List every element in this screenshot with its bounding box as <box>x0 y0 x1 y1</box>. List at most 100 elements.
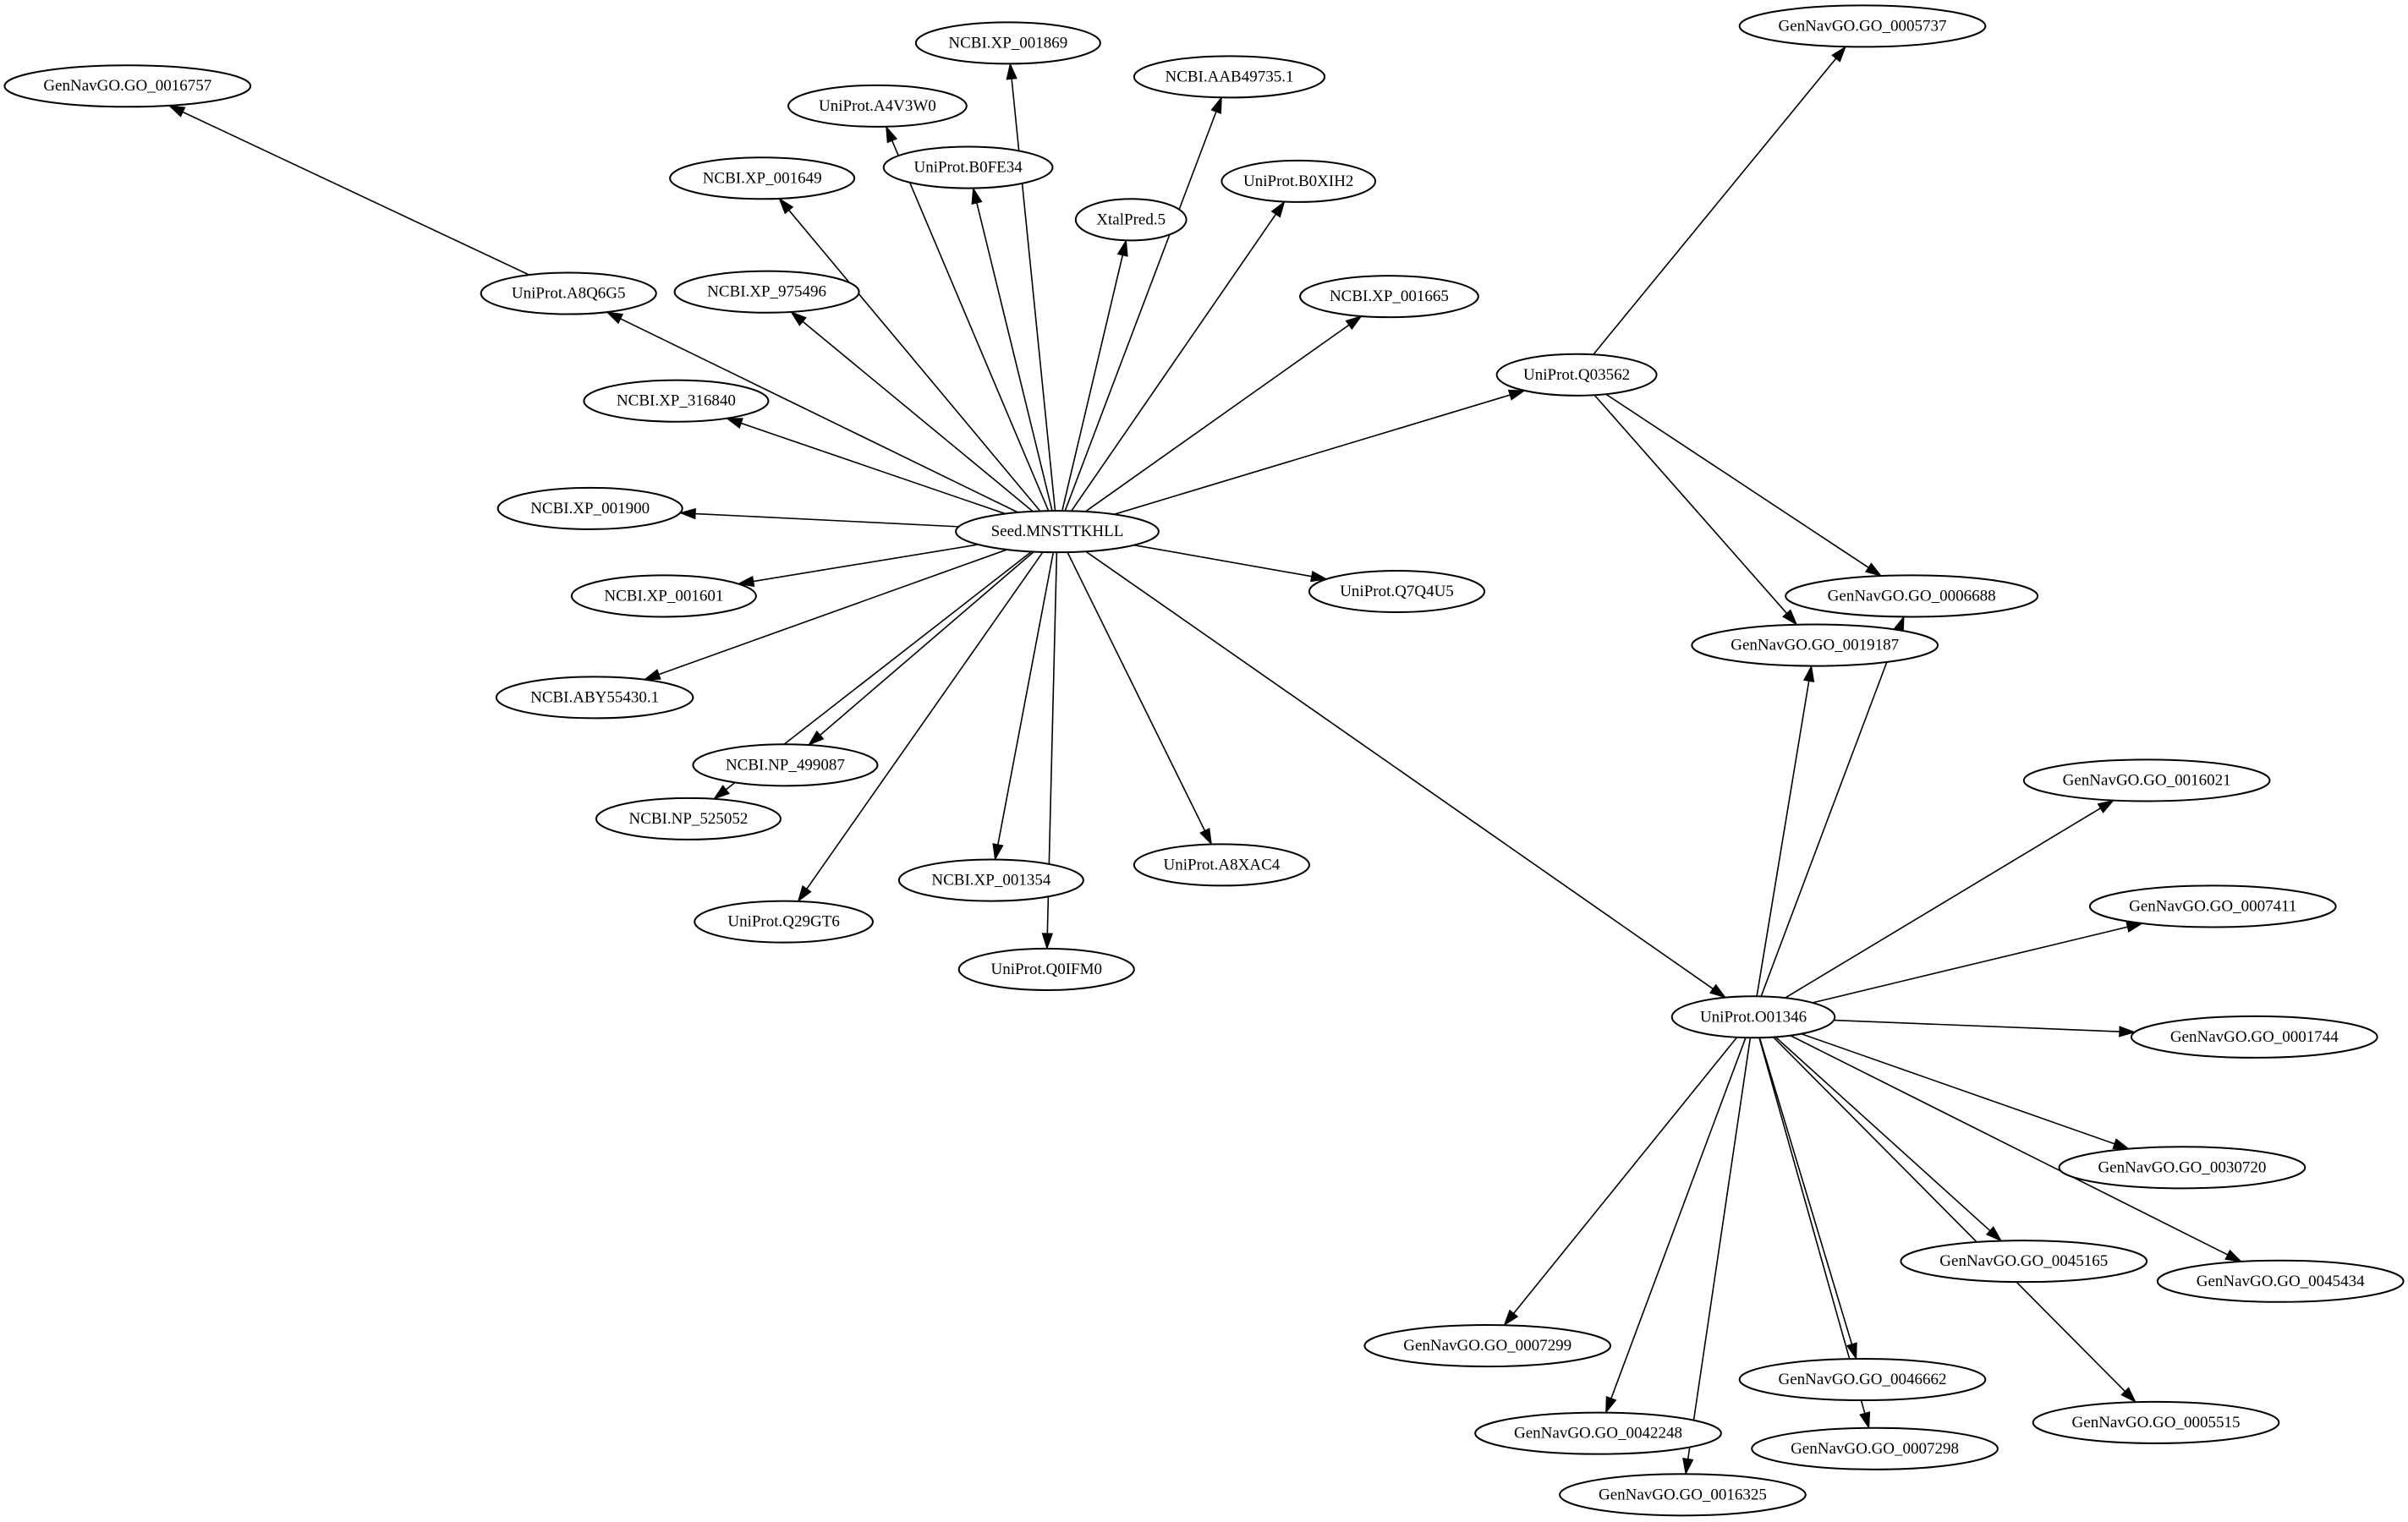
node-uniprot-q7q4u5[interactable]: UniProt.Q7Q4U5 <box>1308 569 1486 614</box>
node-gennavgo-go-0030720[interactable]: GenNavGO.GO_0030720 <box>2058 1146 2307 1190</box>
node-gennavgo-go-0045165[interactable]: GenNavGO.GO_0045165 <box>1900 1240 2148 1284</box>
node-gennavgo-go-0016325[interactable]: GenNavGO.GO_0016325 <box>1559 1473 1807 1517</box>
node-seed-mnsttkhll[interactable]: Seed.MNSTTKHLL <box>955 510 1160 554</box>
node-label: UniProt.O01346 <box>1700 1008 1807 1026</box>
nodes-layer: GenNavGO.GO_0016757 NCBI.XP_001869NCBI.AA… <box>3 4 2405 1517</box>
node-label: UniProt.Q29GT6 <box>727 913 839 931</box>
node-ncbi-np-525052[interactable]: NCBI.NP_525052 <box>595 797 782 840</box>
arrowhead-icon <box>2097 799 2115 813</box>
node-label: NCBI.AAB49735.1 <box>1165 68 1293 85</box>
node-label: GenNavGO.GO_0006688 <box>1828 587 1996 605</box>
node-gennavgo-go-0016021[interactable]: GenNavGO.GO_0016021 <box>2022 758 2271 802</box>
arrowhead-icon <box>1865 562 1883 578</box>
arrowhead-icon <box>1985 1226 2003 1242</box>
node-gennavgo-go-0001744[interactable]: GenNavGO.GO_0001744 <box>2130 1015 2378 1059</box>
node-label: GenNavGO.GO_0045165 <box>1939 1252 2108 1270</box>
node-uniprot-q29gt6[interactable]: UniProt.Q29GT6 <box>694 900 874 944</box>
edge-uniprot-o01346-to-gennavgo-go-0005515 <box>1773 1036 2137 1404</box>
node-label: UniProt.Q03562 <box>1523 366 1630 384</box>
edge-seed-mnsttkhll-to-uniprot-a8q6g5 <box>606 311 1018 513</box>
node-gennavgo-go-0046662[interactable]: GenNavGO.GO_0046662 <box>1738 1358 1987 1402</box>
edge-uniprot-o01346-to-gennavgo-go-0045165 <box>1774 1036 2003 1242</box>
edge-line <box>1801 1032 2115 1145</box>
edge-uniprot-o01346-to-gennavgo-go-0007299 <box>1503 1037 1738 1327</box>
edge-uniprot-o01346-to-gennavgo-go-0001744 <box>1834 1019 2136 1037</box>
node-ellipse <box>692 743 879 787</box>
edge-line <box>182 111 530 276</box>
arrowhead-icon <box>1831 45 1847 63</box>
node-ncbi-xp-001900[interactable]: NCBI.XP_001900 <box>496 486 683 530</box>
edge-line <box>1773 1036 2126 1392</box>
arrowhead-icon <box>807 730 825 747</box>
node-label: UniProt.Q0IFM0 <box>991 961 1102 978</box>
node-gennavgo-go-0042248[interactable]: GenNavGO.GO_0042248 <box>1474 1411 1722 1455</box>
node-ncbi-xp-001649[interactable]: NCBI.XP_001649 <box>669 156 856 200</box>
node-uniprot-o01346[interactable]: UniProt.O01346 <box>1670 995 1836 1039</box>
node-gennavgo-go-0016757[interactable]: GenNavGO.GO_0016757 <box>3 64 252 108</box>
node-ellipse <box>957 947 1135 991</box>
node-label: GenNavGO.GO_0016021 <box>2063 771 2231 789</box>
arrowhead-icon <box>678 507 696 520</box>
node-label: NCBI.XP_001900 <box>530 500 650 517</box>
node-ncbi-xp-316840[interactable]: NCBI.XP_316840 <box>583 379 770 423</box>
edge-seed-mnsttkhll-to-uniprot-o01346 <box>1085 550 1727 999</box>
node-uniprot-q03562[interactable]: UniProt.Q03562 <box>1495 353 1658 397</box>
edge-line <box>753 544 979 583</box>
node-gennavgo-go-0005515[interactable]: GenNavGO.GO_0005515 <box>2032 1400 2280 1444</box>
node-gennavgo-go-0007298[interactable]: GenNavGO.GO_0007298 <box>1751 1426 1999 1470</box>
node-ellipse <box>787 84 968 128</box>
node-gennavgo-go-0019187[interactable]: GenNavGO.GO_0019187 <box>1691 623 1939 667</box>
node-label: GenNavGO.GO_0030720 <box>2098 1158 2266 1176</box>
edge-line <box>976 202 1053 512</box>
node-uniprot-a8xac4[interactable]: UniProt.A8XAC4 <box>1133 843 1310 887</box>
edge-line <box>806 551 1044 890</box>
node-ellipse <box>955 510 1160 554</box>
edge-seed-mnsttkhll-to-ncbi-xp-975496 <box>790 310 1034 512</box>
edge-line <box>1085 550 1714 990</box>
edge-line <box>1790 1034 2229 1256</box>
node-uniprot-b0fe34[interactable]: UniProt.B0FE34 <box>882 145 1054 189</box>
edge-seed-mnsttkhll-to-xtalpred-5 <box>1061 238 1128 512</box>
node-gennavgo-go-0005737[interactable]: GenNavGO.GO_0005737 <box>1738 4 1987 48</box>
node-ncbi-xp-001665[interactable]: NCBI.XP_001665 <box>1299 275 1479 319</box>
node-uniprot-q0ifm0[interactable]: UniProt.Q0IFM0 <box>957 947 1135 991</box>
node-ncbi-np-499087[interactable]: NCBI.NP_499087 <box>692 743 879 787</box>
arrowhead-icon <box>1210 96 1222 114</box>
edge-line <box>1834 1019 2120 1032</box>
node-ncbi-xp-001869[interactable]: NCBI.XP_001869 <box>914 21 1101 65</box>
arrowhead-icon <box>1503 1309 1519 1327</box>
edge-seed-mnsttkhll-to-ncbi-np-499087 <box>807 550 1034 747</box>
node-ncbi-aby55430-1[interactable]: NCBI.ABY55430.1 <box>495 676 694 720</box>
node-ncbi-xp-975496[interactable]: NCBI.XP_975496 <box>673 270 860 314</box>
node-label: GenNavGO.GO_0001744 <box>2170 1028 2339 1046</box>
node-uniprot-a8q6g5[interactable]: UniProt.A8Q6G5 <box>480 271 657 315</box>
edge-uniprot-q03562-to-gennavgo-go-0006688 <box>1605 393 1883 578</box>
node-ellipse <box>2130 1015 2378 1059</box>
edge-seed-mnsttkhll-to-ncbi-aby55430-1 <box>643 549 1007 681</box>
arrowhead-icon <box>1310 571 1329 583</box>
edge-line <box>1011 79 1056 512</box>
arrowhead-icon <box>1803 665 1815 682</box>
node-gennavgo-go-0007411[interactable]: GenNavGO.GO_0007411 <box>2088 884 2337 928</box>
node-gennavgo-go-0007299[interactable]: GenNavGO.GO_0007299 <box>1363 1324 1612 1368</box>
arrowhead-icon <box>971 186 983 205</box>
edge-line <box>1067 551 1206 831</box>
node-uniprot-b0xih2[interactable]: UniProt.B0XIH2 <box>1220 159 1377 203</box>
node-ncbi-xp-001354[interactable]: NCBI.XP_001354 <box>897 858 1084 902</box>
edge-line <box>1758 1037 1866 1414</box>
node-ellipse <box>496 486 683 530</box>
edge-seed-mnsttkhll-to-ncbi-xp-001649 <box>778 197 1041 512</box>
node-ncbi-aab49735-1[interactable]: NCBI.AAB49735.1 <box>1133 55 1326 99</box>
node-gennavgo-go-0006688[interactable]: GenNavGO.GO_0006688 <box>1785 574 2039 618</box>
node-ncbi-xp-001601[interactable]: NCBI.XP_001601 <box>570 574 757 618</box>
arrowhead-icon <box>1682 1457 1694 1475</box>
node-label: NCBI.NP_525052 <box>628 810 748 828</box>
node-xtalpred-5[interactable]: XtalPred.5 <box>1074 198 1188 242</box>
node-label: UniProt.A8Q6G5 <box>512 285 626 303</box>
arrowhead-icon <box>725 418 743 430</box>
node-uniprot-a4v3w0[interactable]: UniProt.A4V3W0 <box>787 84 968 128</box>
node-gennavgo-go-0045434[interactable]: GenNavGO.GO_0045434 <box>2156 1259 2405 1303</box>
edge-uniprot-a8q6g5-to-gennavgo-go-0016757 <box>167 105 530 276</box>
edge-line <box>1133 544 1312 578</box>
arrowhead-icon <box>167 105 186 118</box>
